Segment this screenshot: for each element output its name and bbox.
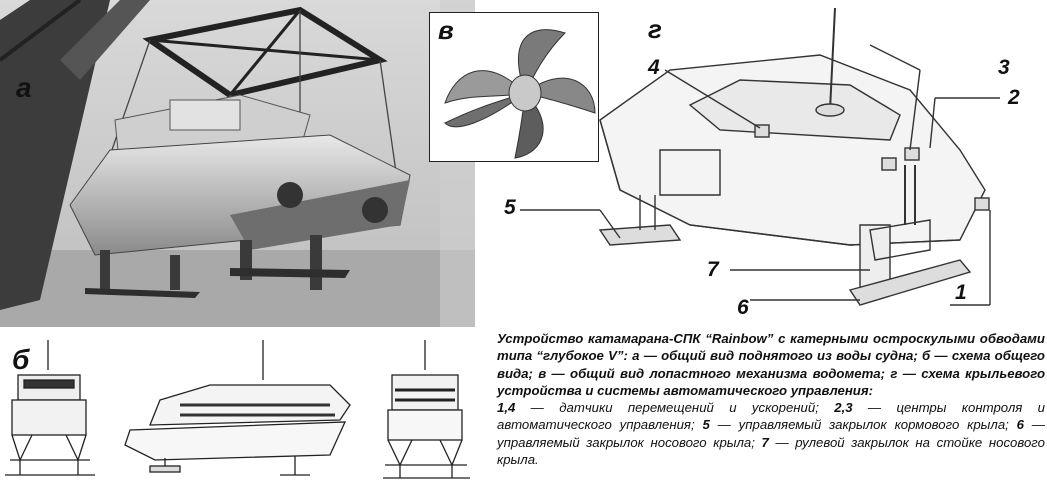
label-b: б bbox=[12, 344, 30, 375]
legend-text-5: — рулевой закрылок на стойке носового кр… bbox=[497, 434, 1045, 468]
label-v: в bbox=[438, 15, 454, 45]
caption-title: Устройство катамарана-СПК “Rainbow” с ка… bbox=[497, 331, 1045, 398]
legend-text-1: — датчики перемещений и ускорений; bbox=[515, 400, 835, 416]
label-g: г bbox=[648, 14, 662, 44]
callout-7: 7 bbox=[707, 258, 719, 281]
callout-3: 3 bbox=[998, 56, 1010, 79]
photo-lifted-vessel: а bbox=[0, 0, 475, 327]
callout-4: 4 bbox=[648, 56, 660, 79]
figure-caption: Устройство катамарана-СПК “Rainbow” с ка… bbox=[497, 330, 1045, 468]
general-arrangement-views: б bbox=[0, 330, 490, 498]
legend-key-4: 6 bbox=[1016, 417, 1024, 433]
scheme-drawing bbox=[520, 7, 1000, 306]
foil-system-scheme: г 4 3 2 5 7 6 1 bbox=[490, 0, 1047, 330]
legend-key-1: 1,4 bbox=[497, 400, 516, 416]
legend-key-5: 7 bbox=[761, 434, 769, 450]
legend-key-3: 5 bbox=[702, 417, 710, 433]
callout-1: 1 bbox=[955, 281, 967, 304]
callout-5: 5 bbox=[504, 196, 516, 219]
callout-6: 6 bbox=[737, 296, 749, 319]
photo-image bbox=[0, 0, 475, 327]
legend-key-2: 2,3 bbox=[834, 400, 853, 416]
legend-text-4: — управляемый закрылок носового крыла; bbox=[497, 417, 1045, 450]
callout-2: 2 bbox=[1008, 86, 1020, 109]
impeller-image bbox=[444, 29, 596, 159]
legend-text-2: — центры контроля и автоматического упра… bbox=[497, 400, 1045, 433]
arrangement-drawing bbox=[5, 340, 470, 479]
legend-text-3: — управляемый закрылок кормового крыла; bbox=[709, 417, 1017, 433]
label-a: а bbox=[16, 72, 32, 103]
caption-legend: 1,4 — датчики перемещений и ускорений; 2… bbox=[497, 400, 1045, 467]
inset-impeller: в bbox=[429, 12, 599, 162]
